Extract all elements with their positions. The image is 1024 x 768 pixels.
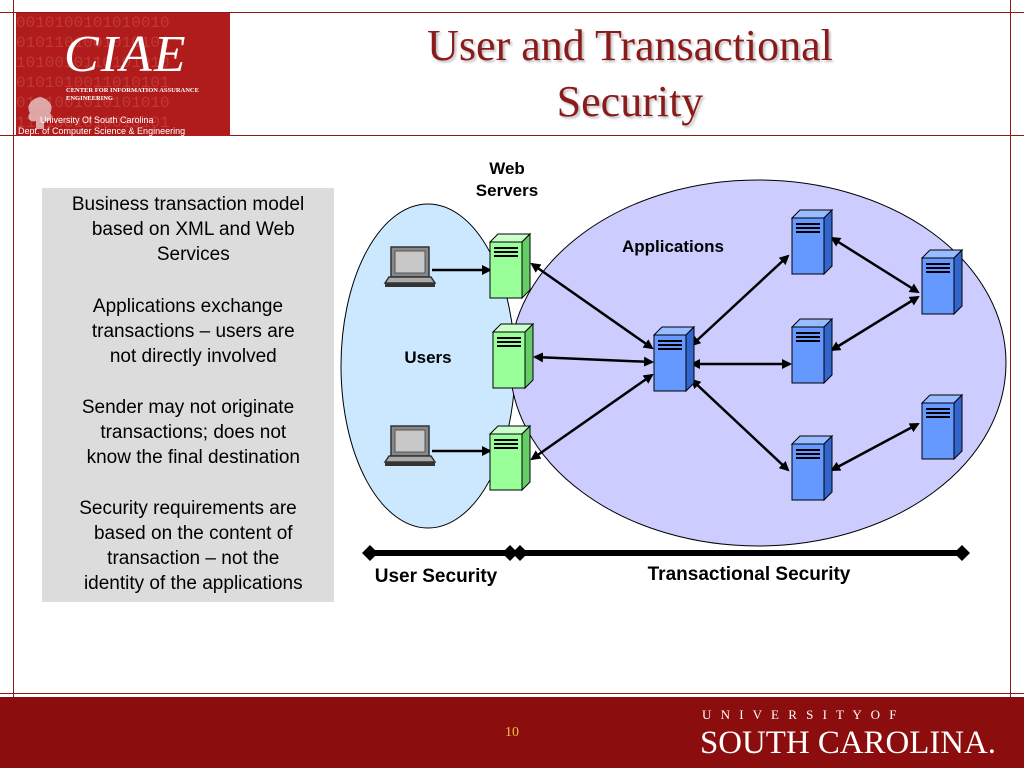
user-laptop-icon: [384, 246, 436, 288]
usc-logo-bottom: SOUTH CAROLINA.: [700, 725, 996, 761]
arrow-hub-to-app: [690, 254, 790, 347]
arrow-web-to-hub: [530, 262, 654, 350]
logo-university: University Of South Carolina: [40, 115, 154, 125]
app-server-icon: [920, 393, 964, 461]
footer-divider: [0, 693, 1024, 694]
app-server-icon: [790, 317, 834, 385]
frame-top-line: [0, 12, 1024, 13]
logo-background-digits: 0010100101010010 0101101001010101 101001…: [16, 14, 170, 132]
app-server-icon: [790, 208, 834, 276]
usc-logo-top: U N I V E R S I T Y O F: [702, 707, 899, 722]
slide-title-text: User and Transactional Security: [427, 21, 833, 126]
frame-right-line: [1010, 0, 1011, 768]
arrow-web-to-hub: [530, 373, 654, 461]
app-server-hub-icon: [652, 325, 696, 393]
web-server-icon: [488, 424, 532, 492]
logo-department: Dept. of Computer Science & Engineering: [18, 126, 186, 136]
bullet-4: Security requirements are based on the c…: [79, 498, 303, 594]
slide-title: User and Transactional Security: [310, 18, 950, 130]
users-label: Users: [404, 348, 451, 367]
applications-label: Applications: [622, 237, 724, 256]
app-server-icon: [920, 248, 964, 316]
transactional-security-label: Transactional Security: [648, 564, 851, 585]
logo-center-name: CENTER FOR INFORMATION ASSURANCE ENGINEE…: [66, 87, 199, 102]
usc-logo: U N I V E R S I T Y O F SOUTH CAROLINA.: [700, 707, 996, 761]
page-number: 10: [505, 725, 519, 740]
arrow-app-to-app: [830, 236, 920, 294]
diamond-marker: [502, 545, 518, 561]
arrow-web-to-hub: [533, 352, 654, 367]
tree-emblem-icon: [28, 97, 52, 129]
web-server-icon: [491, 322, 535, 390]
header-divider: [0, 135, 1024, 136]
web-servers-label-line1: Web: [489, 159, 525, 178]
arrow-hub-to-app: [690, 378, 790, 472]
footer-bar: 10 U N I V E R S I T Y O F SOUTH CAROLIN…: [0, 697, 1024, 768]
bullet-3: Sender may not originate transactions; d…: [81, 397, 300, 468]
ciae-logo: 0010100101010010 0101101001010101 101001…: [16, 13, 230, 136]
diamond-marker: [362, 545, 378, 561]
web-servers-label-line2: Servers: [476, 181, 538, 200]
diamond-marker: [954, 545, 970, 561]
bullet-text-box: Business transaction model based on XML …: [42, 188, 334, 602]
security-diagram: Web Servers Applications Users: [340, 159, 1007, 587]
diamond-marker: [512, 545, 528, 561]
logo-acronym: CIAE: [64, 26, 188, 83]
user-security-label: User Security: [375, 566, 498, 587]
app-server-icon: [790, 434, 834, 502]
arrow-app-to-app: [830, 422, 920, 472]
arrow-app-to-app: [830, 295, 920, 352]
user-laptop-icon: [384, 425, 436, 467]
bullet-2: Applications exchange transactions – use…: [91, 296, 295, 367]
web-server-icon: [488, 232, 532, 300]
bullet-1: Business transaction model based on XML …: [71, 194, 305, 265]
frame-left-line: [13, 0, 14, 768]
